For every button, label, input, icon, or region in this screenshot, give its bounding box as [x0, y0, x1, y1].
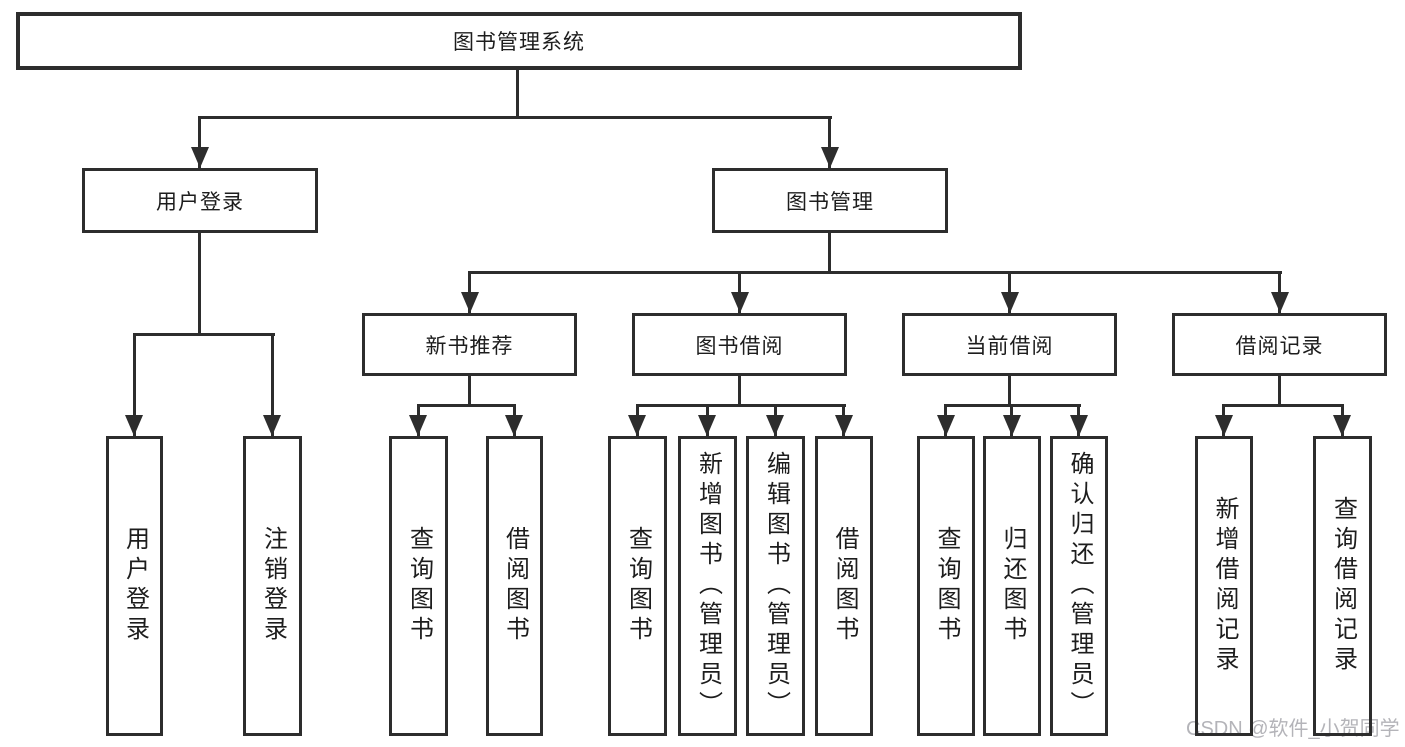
connector-line [636, 404, 846, 407]
leaf-query-borrow-record: 查询借阅记录 [1313, 436, 1372, 736]
node-label: 注销登录 [259, 526, 287, 646]
arrowhead-icon [461, 292, 479, 313]
arrowhead-icon [937, 415, 955, 436]
arrowhead-icon [835, 415, 853, 436]
arrowhead-icon [766, 415, 784, 436]
arrowhead-icon [409, 415, 427, 436]
node-label: 确认归还（管理员） [1066, 451, 1093, 721]
node-current-borrowing: 当前借阅 [902, 313, 1117, 376]
connector-line [1222, 404, 1344, 407]
connector-line [516, 68, 519, 118]
node-label: 用户登录 [156, 190, 244, 214]
node-label: 借阅图书 [501, 526, 529, 646]
node-label: 查询图书 [624, 526, 652, 646]
connector-line [1008, 376, 1011, 406]
connector-line [271, 333, 274, 436]
connector-line [198, 116, 832, 119]
arrowhead-icon [125, 415, 143, 436]
node-label: 图书借阅 [695, 334, 784, 358]
leaf-query-books-borrowing: 查询图书 [608, 436, 667, 736]
connector-line [198, 116, 201, 168]
connector-line [1278, 376, 1281, 406]
node-label: 新增图书（管理员） [694, 451, 722, 721]
connector-line [133, 333, 275, 336]
leaf-user-login: 用户登录 [106, 436, 163, 736]
node-label: 归还图书 [999, 526, 1026, 646]
leaf-query-books-recommend: 查询图书 [389, 436, 448, 736]
node-label: 借阅记录 [1235, 334, 1324, 358]
connector-line [828, 233, 831, 274]
csdn-watermark: CSDN @软件_小贺同学 [1186, 718, 1400, 740]
node-borrowing-records: 借阅记录 [1172, 313, 1387, 376]
node-label: 图书管理系统 [453, 31, 585, 54]
connector-line [828, 116, 831, 168]
leaf-borrow-books: 借阅图书 [815, 436, 873, 736]
node-label: 图书管理 [786, 190, 874, 214]
arrowhead-icon [1333, 415, 1351, 436]
node-label: 新增借阅记录 [1211, 496, 1238, 676]
node-book-management: 图书管理 [712, 168, 948, 233]
node-label: 查询图书 [405, 526, 433, 646]
leaf-add-borrow-record: 新增借阅记录 [1195, 436, 1253, 736]
node-label: 编辑图书（管理员） [762, 451, 790, 721]
arrowhead-icon [731, 292, 749, 313]
connector-line [198, 233, 201, 336]
leaf-borrow-books-recommend: 借阅图书 [486, 436, 543, 736]
connector-line [468, 376, 471, 406]
leaf-logout: 注销登录 [243, 436, 302, 736]
node-book-borrowing: 图书借阅 [632, 313, 847, 376]
leaf-return-books: 归还图书 [983, 436, 1041, 736]
connector-line [417, 404, 516, 407]
connector-line [738, 376, 741, 406]
node-label: 借阅图书 [831, 526, 858, 646]
node-label: 当前借阅 [965, 334, 1054, 358]
connector-line [133, 333, 136, 436]
node-label: 新书推荐 [425, 334, 514, 358]
leaf-add-books-admin: 新增图书（管理员） [678, 436, 737, 736]
node-label: 用户登录 [121, 526, 149, 646]
node-label: 查询图书 [933, 526, 960, 646]
arrowhead-icon [263, 415, 281, 436]
arrowhead-icon [1215, 415, 1233, 436]
node-new-book-recommend: 新书推荐 [362, 313, 577, 376]
leaf-query-books-current: 查询图书 [917, 436, 975, 736]
node-root-system: 图书管理系统 [16, 12, 1022, 70]
leaf-confirm-return-admin: 确认归还（管理员） [1050, 436, 1108, 736]
node-user-login: 用户登录 [82, 168, 318, 233]
connector-line [468, 271, 1282, 274]
arrowhead-icon [698, 415, 716, 436]
arrowhead-icon [191, 147, 209, 168]
arrowhead-icon [1070, 415, 1088, 436]
arrowhead-icon [1001, 292, 1019, 313]
arrowhead-icon [628, 415, 646, 436]
arrowhead-icon [1271, 292, 1289, 313]
leaf-edit-books-admin: 编辑图书（管理员） [746, 436, 805, 736]
arrowhead-icon [505, 415, 523, 436]
arrowhead-icon [1003, 415, 1021, 436]
arrowhead-icon [821, 147, 839, 168]
node-label: 查询借阅记录 [1329, 496, 1357, 676]
